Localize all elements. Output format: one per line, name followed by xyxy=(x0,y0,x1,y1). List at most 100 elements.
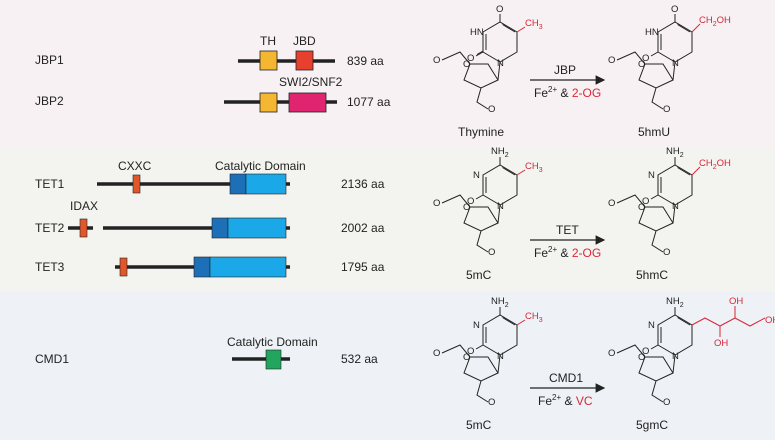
svg-text:O: O xyxy=(663,247,670,258)
tet-enzyme-label: TET xyxy=(556,223,579,237)
svg-text:O: O xyxy=(638,59,645,70)
svg-text:HN: HN xyxy=(470,27,484,38)
thymine-caption: Thymine xyxy=(458,125,504,139)
svg-text:OH: OH xyxy=(765,315,775,326)
svg-text:O: O xyxy=(642,53,649,64)
tet3-catalytic-dark xyxy=(193,256,211,278)
svg-text:O: O xyxy=(663,397,670,408)
svg-text:NH2: NH2 xyxy=(666,146,684,159)
thymine-structure: O HN O N CH3 O O O xyxy=(433,4,543,115)
5mc-caption-cmd: 5mC xyxy=(466,418,492,432)
5gmc-structure: NH2 N O N OH OH OH O O O xyxy=(608,296,775,408)
jbp2-th-domain xyxy=(259,92,278,113)
5hmc-structure: NH2 N O N CH2OH O O O xyxy=(608,146,731,258)
jbp1-length: 839 aa xyxy=(347,54,384,68)
svg-text:O: O xyxy=(638,352,645,363)
jbp2-swi-domain xyxy=(288,92,327,113)
cmd-enzyme-label: CMD1 xyxy=(549,371,583,385)
tet3-catalytic-light xyxy=(209,256,287,278)
tet-cofactor: Fe2+ & 2-OG xyxy=(534,245,601,260)
idax-label: IDAX xyxy=(70,199,98,213)
svg-text:OH: OH xyxy=(714,338,728,349)
svg-text:O: O xyxy=(467,346,474,357)
svg-text:O: O xyxy=(467,53,474,64)
svg-text:O: O xyxy=(433,55,440,66)
cmd-cofactor: Fe2+ & VC xyxy=(538,393,593,408)
catalytic-domain-label-cmd: Catalytic Domain xyxy=(227,335,318,349)
5mc-structure-tet: NH2 N O N CH3 O O O xyxy=(433,146,543,258)
tet3-cxxc-domain xyxy=(119,257,128,277)
svg-text:O: O xyxy=(642,346,649,357)
cmd1-catalytic-domain xyxy=(265,349,282,370)
svg-text:O: O xyxy=(608,348,615,359)
tet1-label: TET1 xyxy=(35,177,65,191)
svg-text:N: N xyxy=(648,320,655,331)
idax-domain xyxy=(79,218,88,238)
svg-text:O: O xyxy=(638,202,645,213)
swi-domain-label: SWI2/SNF2 xyxy=(279,75,343,89)
svg-text:N: N xyxy=(473,320,480,331)
catalytic-domain-label-tet: Catalytic Domain xyxy=(215,159,306,173)
svg-text:OH: OH xyxy=(729,296,743,307)
5hmu-caption: 5hmU xyxy=(638,125,670,139)
svg-text:N: N xyxy=(497,58,504,69)
svg-text:NH2: NH2 xyxy=(491,296,509,309)
tet2-length: 2002 aa xyxy=(341,221,385,235)
svg-text:O: O xyxy=(433,198,440,209)
svg-text:O: O xyxy=(663,104,670,115)
jbp-cofactor: Fe2+ & 2-OG xyxy=(534,85,601,100)
5mc-caption-tet: 5mC xyxy=(466,268,492,282)
jbp2-label: JBP2 xyxy=(35,94,64,108)
jbd-domain-label: JBD xyxy=(293,34,316,48)
svg-text:NH2: NH2 xyxy=(491,146,509,159)
svg-text:CH3: CH3 xyxy=(525,161,543,174)
svg-text:N: N xyxy=(672,201,679,212)
svg-text:N: N xyxy=(648,170,655,181)
svg-text:O: O xyxy=(642,196,649,207)
svg-text:N: N xyxy=(672,351,679,362)
svg-text:N: N xyxy=(497,201,504,212)
th-domain-label: TH xyxy=(260,34,276,48)
jbp1-jbd-domain xyxy=(295,50,314,71)
svg-text:O: O xyxy=(488,397,495,408)
tet1-cxxc-domain xyxy=(132,174,141,194)
svg-text:CH3: CH3 xyxy=(525,18,543,31)
svg-text:O: O xyxy=(488,104,495,115)
jbp-enzyme-label: JBP xyxy=(554,63,576,77)
jbp2-length: 1077 aa xyxy=(347,95,391,109)
svg-text:O: O xyxy=(608,55,615,66)
5hmc-caption: 5hmC xyxy=(636,268,668,282)
tet3-label: TET3 xyxy=(35,260,65,274)
jbp-panel-bg xyxy=(0,0,775,147)
tet1-length: 2136 aa xyxy=(341,177,385,191)
5mc-structure-cmd: NH2 N O N CH3 O O O xyxy=(433,296,543,408)
svg-text:O: O xyxy=(463,59,470,70)
tet3-length: 1795 aa xyxy=(341,260,385,274)
svg-text:O: O xyxy=(433,348,440,359)
tet1-catalytic-dark xyxy=(229,173,247,195)
5gmc-caption: 5gmC xyxy=(636,418,668,432)
cmd1-label: CMD1 xyxy=(35,352,69,366)
svg-text:N: N xyxy=(672,58,679,69)
svg-text:HN: HN xyxy=(645,27,659,38)
svg-text:O: O xyxy=(463,202,470,213)
svg-text:O: O xyxy=(488,247,495,258)
5hmu-structure: O HN O N CH2OH O O O xyxy=(608,4,731,115)
tet2-catalytic-dark xyxy=(211,217,229,239)
jbp1-th-domain xyxy=(259,50,278,71)
svg-text:CH3: CH3 xyxy=(525,311,543,324)
cmd-panel-bg xyxy=(0,292,775,440)
svg-text:O: O xyxy=(463,352,470,363)
cmd1-length: 532 aa xyxy=(341,352,378,366)
svg-text:N: N xyxy=(497,351,504,362)
svg-text:CH2OH: CH2OH xyxy=(699,158,731,171)
svg-text:N: N xyxy=(473,170,480,181)
svg-text:CH2OH: CH2OH xyxy=(699,15,731,28)
cxxc-domain-label: CXXC xyxy=(118,159,152,173)
svg-text:O: O xyxy=(671,4,678,15)
svg-text:O: O xyxy=(496,4,503,15)
svg-text:NH2: NH2 xyxy=(666,296,684,309)
jbp1-label: JBP1 xyxy=(35,53,64,67)
